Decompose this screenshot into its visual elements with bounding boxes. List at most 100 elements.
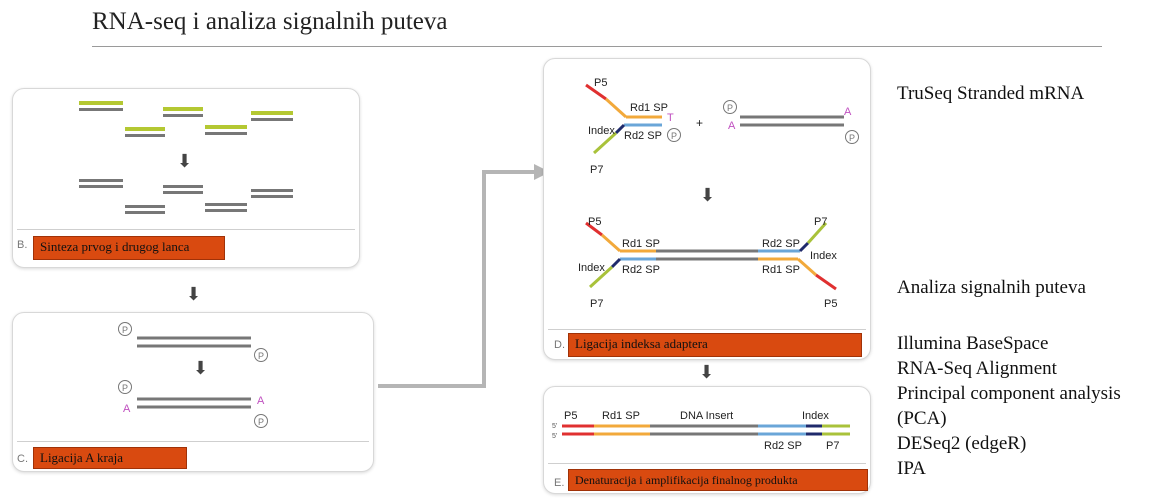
kit-name: TruSeq Stranded mRNA <box>897 82 1084 106</box>
phosphate-icon <box>254 414 268 428</box>
strand-grey <box>163 191 203 194</box>
panel-letter: C. <box>17 453 28 465</box>
tool-item: Principal component analysis <box>897 383 1121 404</box>
phosphate-icon <box>723 100 737 114</box>
down-arrow-icon: ⬇ <box>193 358 209 379</box>
title-rule <box>92 46 1102 47</box>
strand-grey <box>163 114 203 117</box>
strand-grey <box>205 132 247 135</box>
panel-letter: E. <box>554 477 565 489</box>
strand-green <box>125 127 165 131</box>
index-label: Index <box>802 410 829 422</box>
slide-title: RNA-seq i analiza signalnih puteva <box>92 8 448 35</box>
phosphate-label: P <box>258 417 264 427</box>
p7-label: P7 <box>814 216 827 228</box>
panel-caption: Denaturacija i amplifikacija finalnog pr… <box>568 469 868 491</box>
down-arrow-icon: ⬇ <box>700 185 716 206</box>
panel-d: P5 Rd1 SP T Index Rd2 SP P P7 + P A A P … <box>543 58 871 360</box>
tool-item: RNA-Seq Alignment <box>897 358 1057 379</box>
panel-caption: Ligacija indeksa adaptera <box>568 333 862 357</box>
phosphate-icon <box>118 380 132 394</box>
phosphate-icon <box>667 128 681 142</box>
strand-green <box>205 125 247 129</box>
strand-grey <box>251 118 293 121</box>
insert-label: DNA Insert <box>680 410 733 422</box>
phosphate-label: P <box>122 325 128 335</box>
rd1-label: Rd1 SP <box>762 264 800 276</box>
index-label: Index <box>578 262 605 274</box>
a-tail-label: A <box>123 403 131 415</box>
p5-label: P5 <box>588 216 601 228</box>
panel-e-diagram: 5' 5' P5 Rd1 SP DNA Insert Index Rd2 SP … <box>552 410 850 452</box>
five-prime-label: 5' <box>552 433 557 440</box>
index-label: Index <box>810 250 837 262</box>
arrow-head-icon <box>534 164 550 180</box>
panel-e: 5' 5' P5 Rd1 SP DNA Insert Index Rd2 SP … <box>543 386 871 494</box>
tool-item: (PCA) <box>897 408 947 429</box>
strand-green <box>251 111 293 115</box>
strand-green <box>79 101 123 105</box>
panel-d-diagram: P5 Rd1 SP T Index Rd2 SP P P7 + P A A P … <box>578 77 859 310</box>
phosphate-label: P <box>727 103 733 113</box>
five-prime-label: 5' <box>552 423 557 430</box>
panel-c-diagram: P P P A A P <box>118 322 268 428</box>
kit-name-text: TruSeq Stranded mRNA <box>897 83 1085 104</box>
phosphate-label: P <box>122 383 128 393</box>
tool-item: Illumina BaseSpace <box>897 333 1049 354</box>
rd2-label: Rd2 SP <box>622 264 660 276</box>
tool-item: IPA <box>897 458 926 479</box>
down-arrow-icon: ⬇ <box>186 284 202 305</box>
rd1-label: Rd1 SP <box>630 102 668 114</box>
panel-letter: B. <box>17 239 28 251</box>
rd2-label: Rd2 SP <box>764 440 802 452</box>
panel-caption: Sinteza prvog i drugog lanca <box>33 236 225 260</box>
strand-grey <box>79 108 123 111</box>
strand-grey <box>251 189 293 192</box>
strand-grey <box>125 211 165 214</box>
panel-letter: D. <box>554 339 565 351</box>
panel-divider <box>548 463 866 464</box>
strand-green <box>163 107 203 111</box>
a-tail-label: A <box>728 120 736 132</box>
phosphate-icon <box>254 348 268 362</box>
panel-b: ⬇ B. Sinteza prvog i drugog lanca <box>12 88 360 268</box>
tool-item: DESeq2 (edgeR) <box>897 433 1027 454</box>
plus-sign: + <box>696 116 703 130</box>
panel-caption: Ligacija A kraja <box>33 447 187 469</box>
phosphate-label: P <box>258 351 264 361</box>
t-overhang-label: T <box>667 112 674 124</box>
strand-grey <box>79 179 123 182</box>
strand-grey <box>163 185 203 188</box>
p7-label: P7 <box>590 164 603 176</box>
panel-c: P P P A A P ⬇ C. Ligacija A kraja <box>12 312 374 472</box>
panel-divider <box>17 229 355 230</box>
a-tail-label: A <box>844 106 852 118</box>
down-arrow-icon: ⬇ <box>177 151 193 172</box>
analysis-heading: Analiza signalnih puteva <box>897 277 1086 298</box>
strand-grey <box>125 205 165 208</box>
phosphate-icon <box>845 130 859 144</box>
phosphate-label: P <box>849 133 855 143</box>
strand-grey <box>79 185 123 188</box>
down-arrow-icon: ⬇ <box>699 362 715 383</box>
rd2-label: Rd2 SP <box>624 130 662 142</box>
p5-label: P5 <box>564 410 577 422</box>
p7-label: P7 <box>826 440 839 452</box>
strand-grey <box>125 134 165 137</box>
p7-label: P7 <box>590 298 603 310</box>
index-label: Index <box>588 125 615 137</box>
panel-divider <box>548 329 866 330</box>
strand-grey <box>251 195 293 198</box>
phosphate-label: P <box>671 131 677 141</box>
phosphate-icon <box>118 322 132 336</box>
panel-divider <box>17 441 369 442</box>
rd2-label: Rd2 SP <box>762 238 800 250</box>
strand-grey <box>205 209 247 212</box>
p5-label: P5 <box>824 298 837 310</box>
rd1-label: Rd1 SP <box>622 238 660 250</box>
strand-grey <box>205 203 247 206</box>
rd1-label: Rd1 SP <box>602 410 640 422</box>
p5-label: P5 <box>594 77 607 89</box>
connector-arrow <box>378 164 550 388</box>
a-tail-label: A <box>257 395 265 407</box>
